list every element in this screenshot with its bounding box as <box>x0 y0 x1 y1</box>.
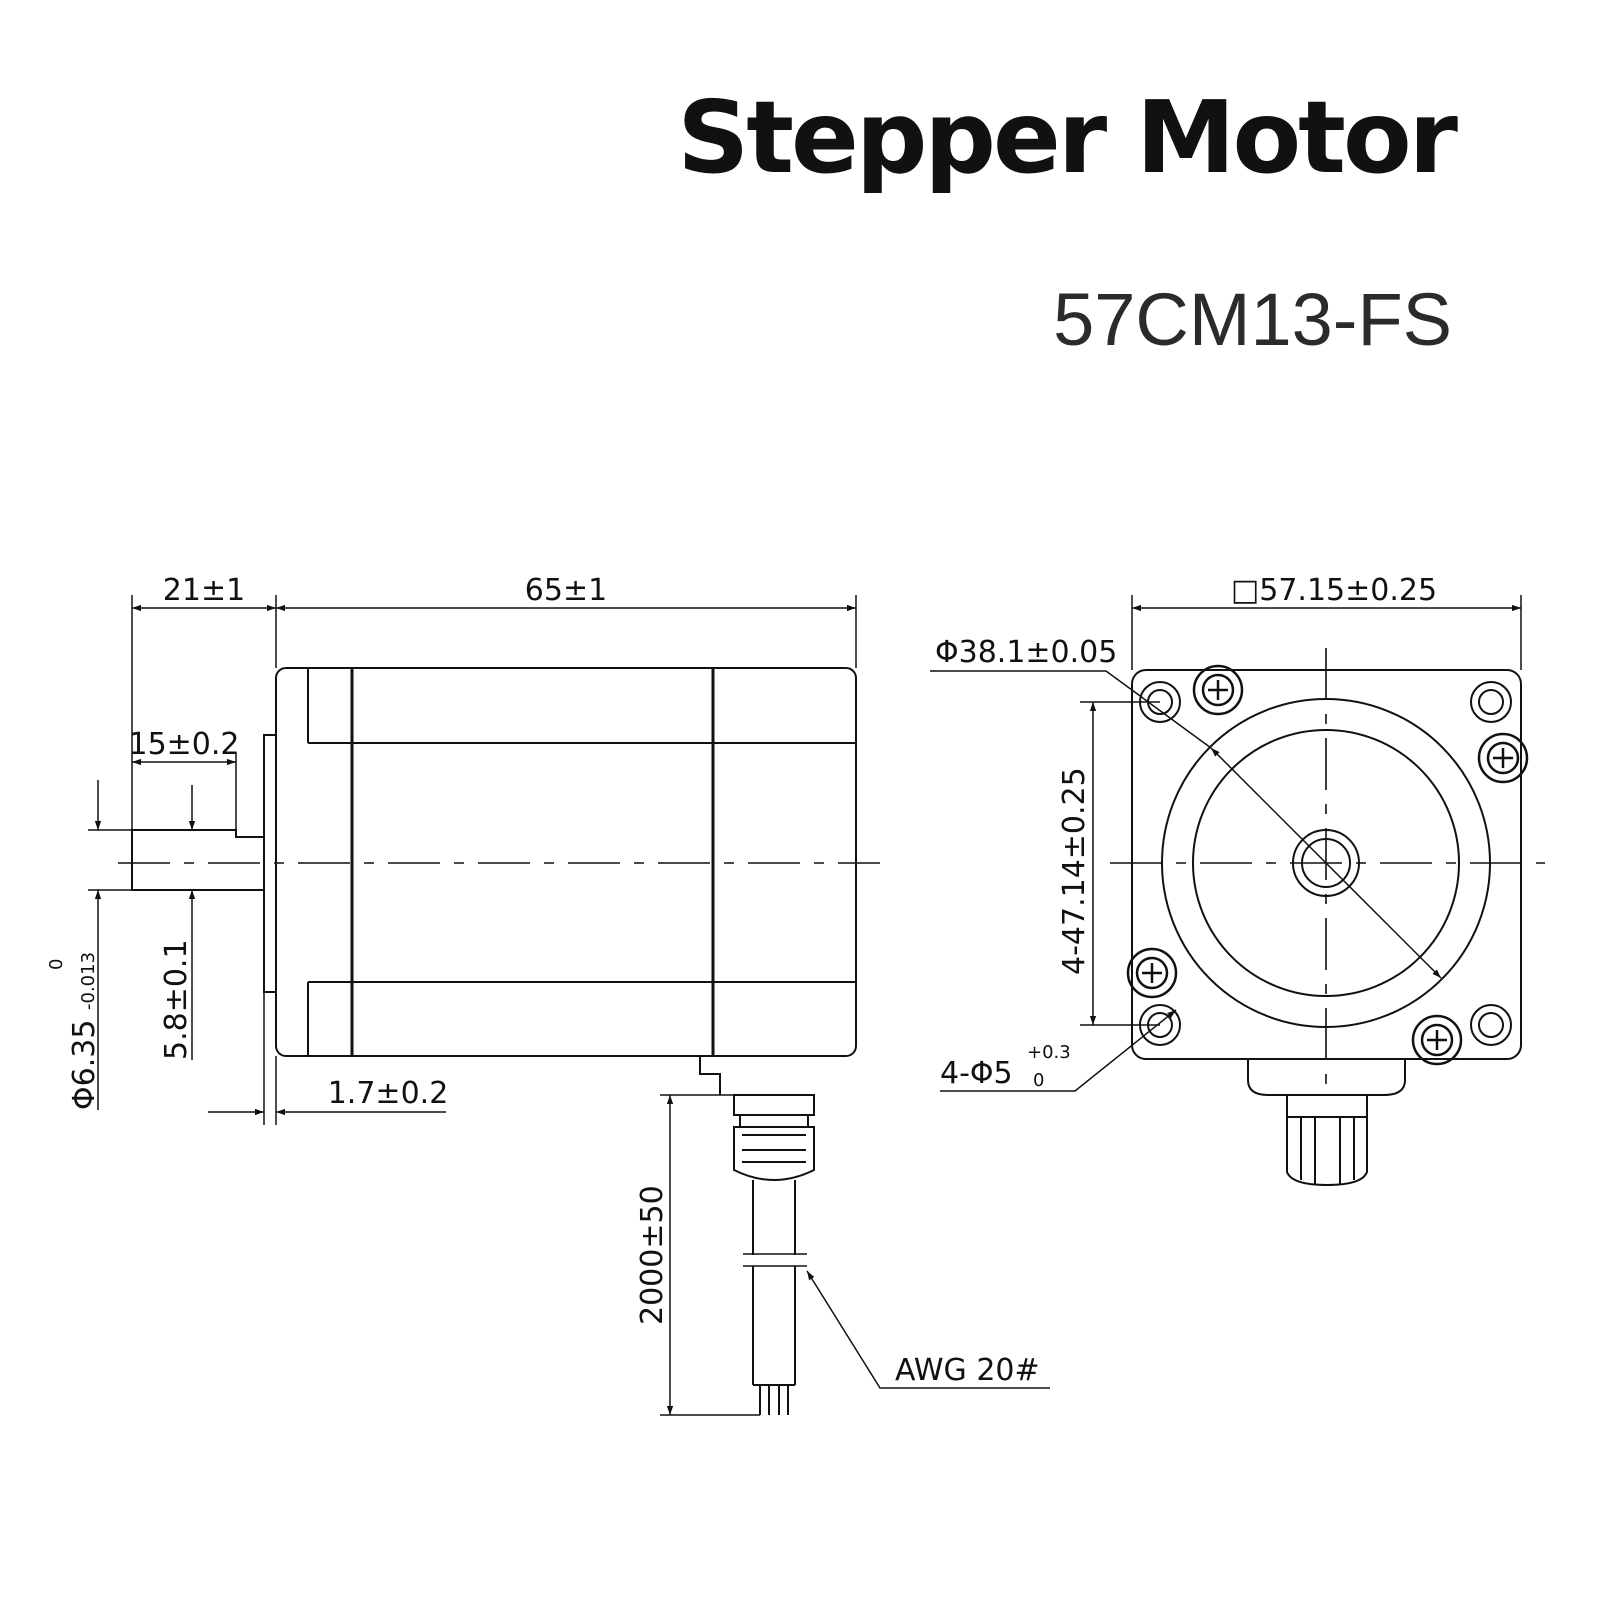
shaft-length-label: 21±1 <box>163 573 245 608</box>
motor-body <box>275 667 857 1057</box>
lead-length-label: 2000±50 <box>635 1185 670 1325</box>
model-number: 57CM13-FS <box>1053 278 1452 361</box>
frame-size-label: □57.15±0.25 <box>1231 573 1437 608</box>
side-view <box>88 595 1050 1416</box>
cable-gland <box>733 1094 815 1116</box>
body-length-label: 65±1 <box>525 573 607 608</box>
mount-holes-label: 4-Φ5 <box>940 1056 1013 1091</box>
pilot-diameter-label: Φ38.1±0.05 <box>935 635 1117 670</box>
hole-spacing-label: 4-47.14±0.25 <box>1057 767 1092 975</box>
front-view <box>930 595 1545 1187</box>
flat-length-label: 15±0.2 <box>128 727 239 762</box>
shaft-tol-upper: 0 <box>46 959 67 970</box>
screw <box>1411 1014 1463 1066</box>
shaft-diameter-label: Φ6.35 <box>67 1020 102 1110</box>
page-title: Stepper Motor <box>677 79 1458 196</box>
mount-hole <box>1470 1004 1512 1046</box>
shaft-tol-lower: -0.013 <box>78 952 99 1010</box>
mount-hole <box>1470 681 1512 723</box>
motor-shaft <box>131 829 264 891</box>
wire-gauge-label: AWG 20# <box>895 1353 1040 1388</box>
screw <box>1477 732 1529 784</box>
mount-tol-lower: 0 <box>1033 1070 1044 1091</box>
mount-tol-upper: +0.3 <box>1027 1042 1071 1063</box>
screw <box>1192 664 1244 716</box>
flat-depth-label: 5.8±0.1 <box>159 939 194 1060</box>
flange-thickness-label: 1.7±0.2 <box>328 1076 449 1111</box>
screw <box>1126 947 1178 999</box>
